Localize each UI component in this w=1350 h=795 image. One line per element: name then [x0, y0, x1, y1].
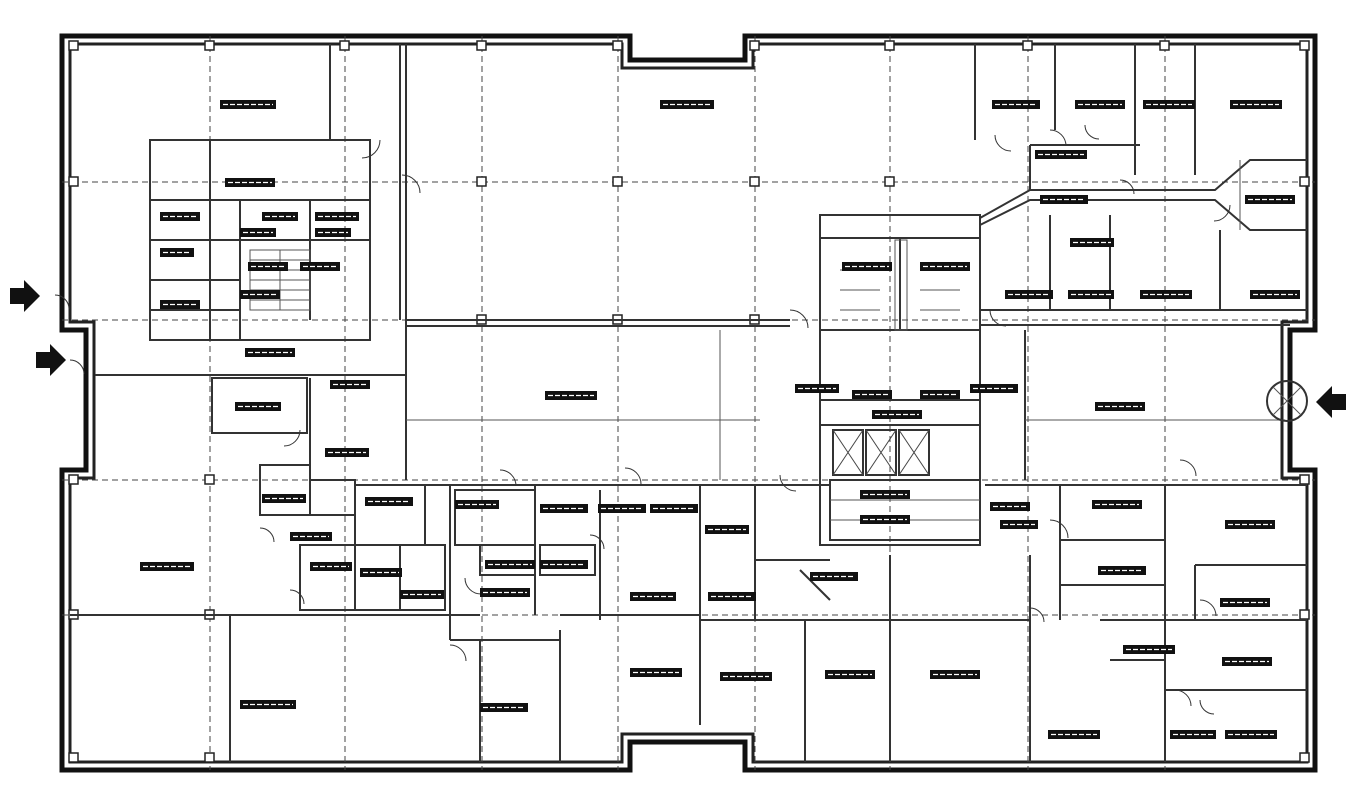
rooms-southeast [985, 484, 1307, 762]
room-label-tag [1170, 730, 1216, 739]
service-core-west [149, 44, 407, 341]
room-label-tag [235, 402, 281, 411]
room-label-tag [1068, 290, 1114, 299]
offices-northeast [974, 44, 1307, 326]
central-hall [405, 319, 790, 480]
room-labels [140, 100, 1300, 739]
entrance-arrow-west-lower [36, 344, 66, 376]
entrance-arrow-west-upper [10, 280, 40, 312]
central-core [819, 214, 981, 546]
elevator-bank [829, 429, 981, 541]
room-label-tag [630, 592, 676, 601]
entrance-arrow-east [1316, 386, 1346, 418]
door-swings [54, 124, 1231, 715]
rooms-southwest [70, 374, 480, 762]
east-lobby [1024, 330, 1308, 480]
